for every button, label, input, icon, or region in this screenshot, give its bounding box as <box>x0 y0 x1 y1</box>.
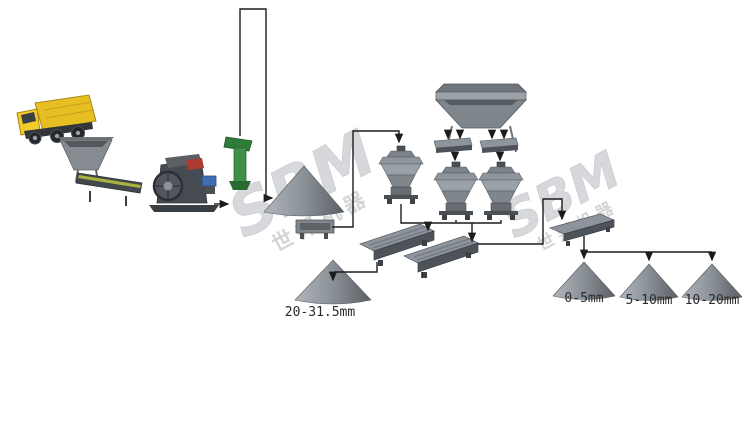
stockpiles <box>263 165 743 305</box>
elevator-conveyor-icon <box>223 136 253 190</box>
feeder-deck <box>78 175 141 188</box>
watermark-right: SBM 世邦机器 <box>493 140 630 255</box>
jaw-base <box>149 205 219 212</box>
cone-crusher-2-icon <box>433 161 479 221</box>
truck-bed-rib <box>43 101 93 111</box>
jaw-motor <box>201 175 217 187</box>
label-stockpile-0-5: 0-5mm <box>564 291 603 306</box>
screen-body <box>563 219 615 242</box>
surge-pile-icon <box>263 165 345 217</box>
storage-hopper-icon <box>435 83 527 153</box>
dump-truck-icon <box>16 94 97 145</box>
jaw-motor-base <box>205 186 215 194</box>
hopper-rim <box>435 91 527 101</box>
truck-hub <box>54 133 60 139</box>
flow-to-product-screen <box>478 198 567 245</box>
hopper-opening <box>64 141 108 147</box>
hopper-shadow <box>444 100 518 105</box>
truck-bed-rib <box>45 109 95 119</box>
pile-feeder-trough <box>300 223 330 230</box>
hopper-back <box>435 83 527 93</box>
stockpile-mid-icon <box>294 259 372 305</box>
hopper-body <box>59 139 113 171</box>
flow-screen-underflow <box>334 262 423 278</box>
hopper-feeder-right-icon <box>479 137 519 154</box>
flow-product-collector <box>583 236 712 253</box>
flow-elevator-to-surge-pile <box>239 8 274 203</box>
label-stockpile-10-20: 10-20mm <box>685 293 740 308</box>
flow-crusher-collector <box>400 204 502 224</box>
jaw-crusher-icon <box>149 154 219 212</box>
label-stockpile-mid: 20-31.5mm <box>285 305 356 320</box>
flow-feeder-to-cone-crusher-1 <box>332 130 404 228</box>
feed-hopper-icon <box>58 137 114 183</box>
pile-feeder-leg <box>300 233 304 239</box>
elevator-foot <box>229 181 251 190</box>
pile-feeder-leg <box>324 233 328 239</box>
feeder-legs <box>89 191 127 206</box>
cone-crusher-1-icon <box>378 145 424 205</box>
stockpile-5-10-icon <box>619 263 679 301</box>
jaw-inlet <box>165 154 202 168</box>
truck-hub <box>75 130 81 136</box>
stockpile-0-5-icon <box>552 261 616 300</box>
flow-lines <box>214 8 717 282</box>
screen-foot <box>606 227 610 232</box>
pile-feeder-icon <box>295 219 335 239</box>
product-screen-icon <box>548 213 616 246</box>
stockpile-10-20-icon <box>681 263 743 301</box>
elevator-mast <box>233 147 247 183</box>
screen-foot <box>566 241 570 246</box>
truck-window <box>21 112 36 124</box>
elevator-head <box>223 136 253 152</box>
jaw-red-guard <box>186 158 204 170</box>
jaw-flywheel-hub <box>163 181 173 191</box>
truck-hub <box>32 135 38 141</box>
hopper-feeder-left-icon <box>433 137 473 154</box>
label-stockpile-5-10: 5-10mm <box>626 293 673 308</box>
grizzly-feeder-icon <box>75 172 143 206</box>
